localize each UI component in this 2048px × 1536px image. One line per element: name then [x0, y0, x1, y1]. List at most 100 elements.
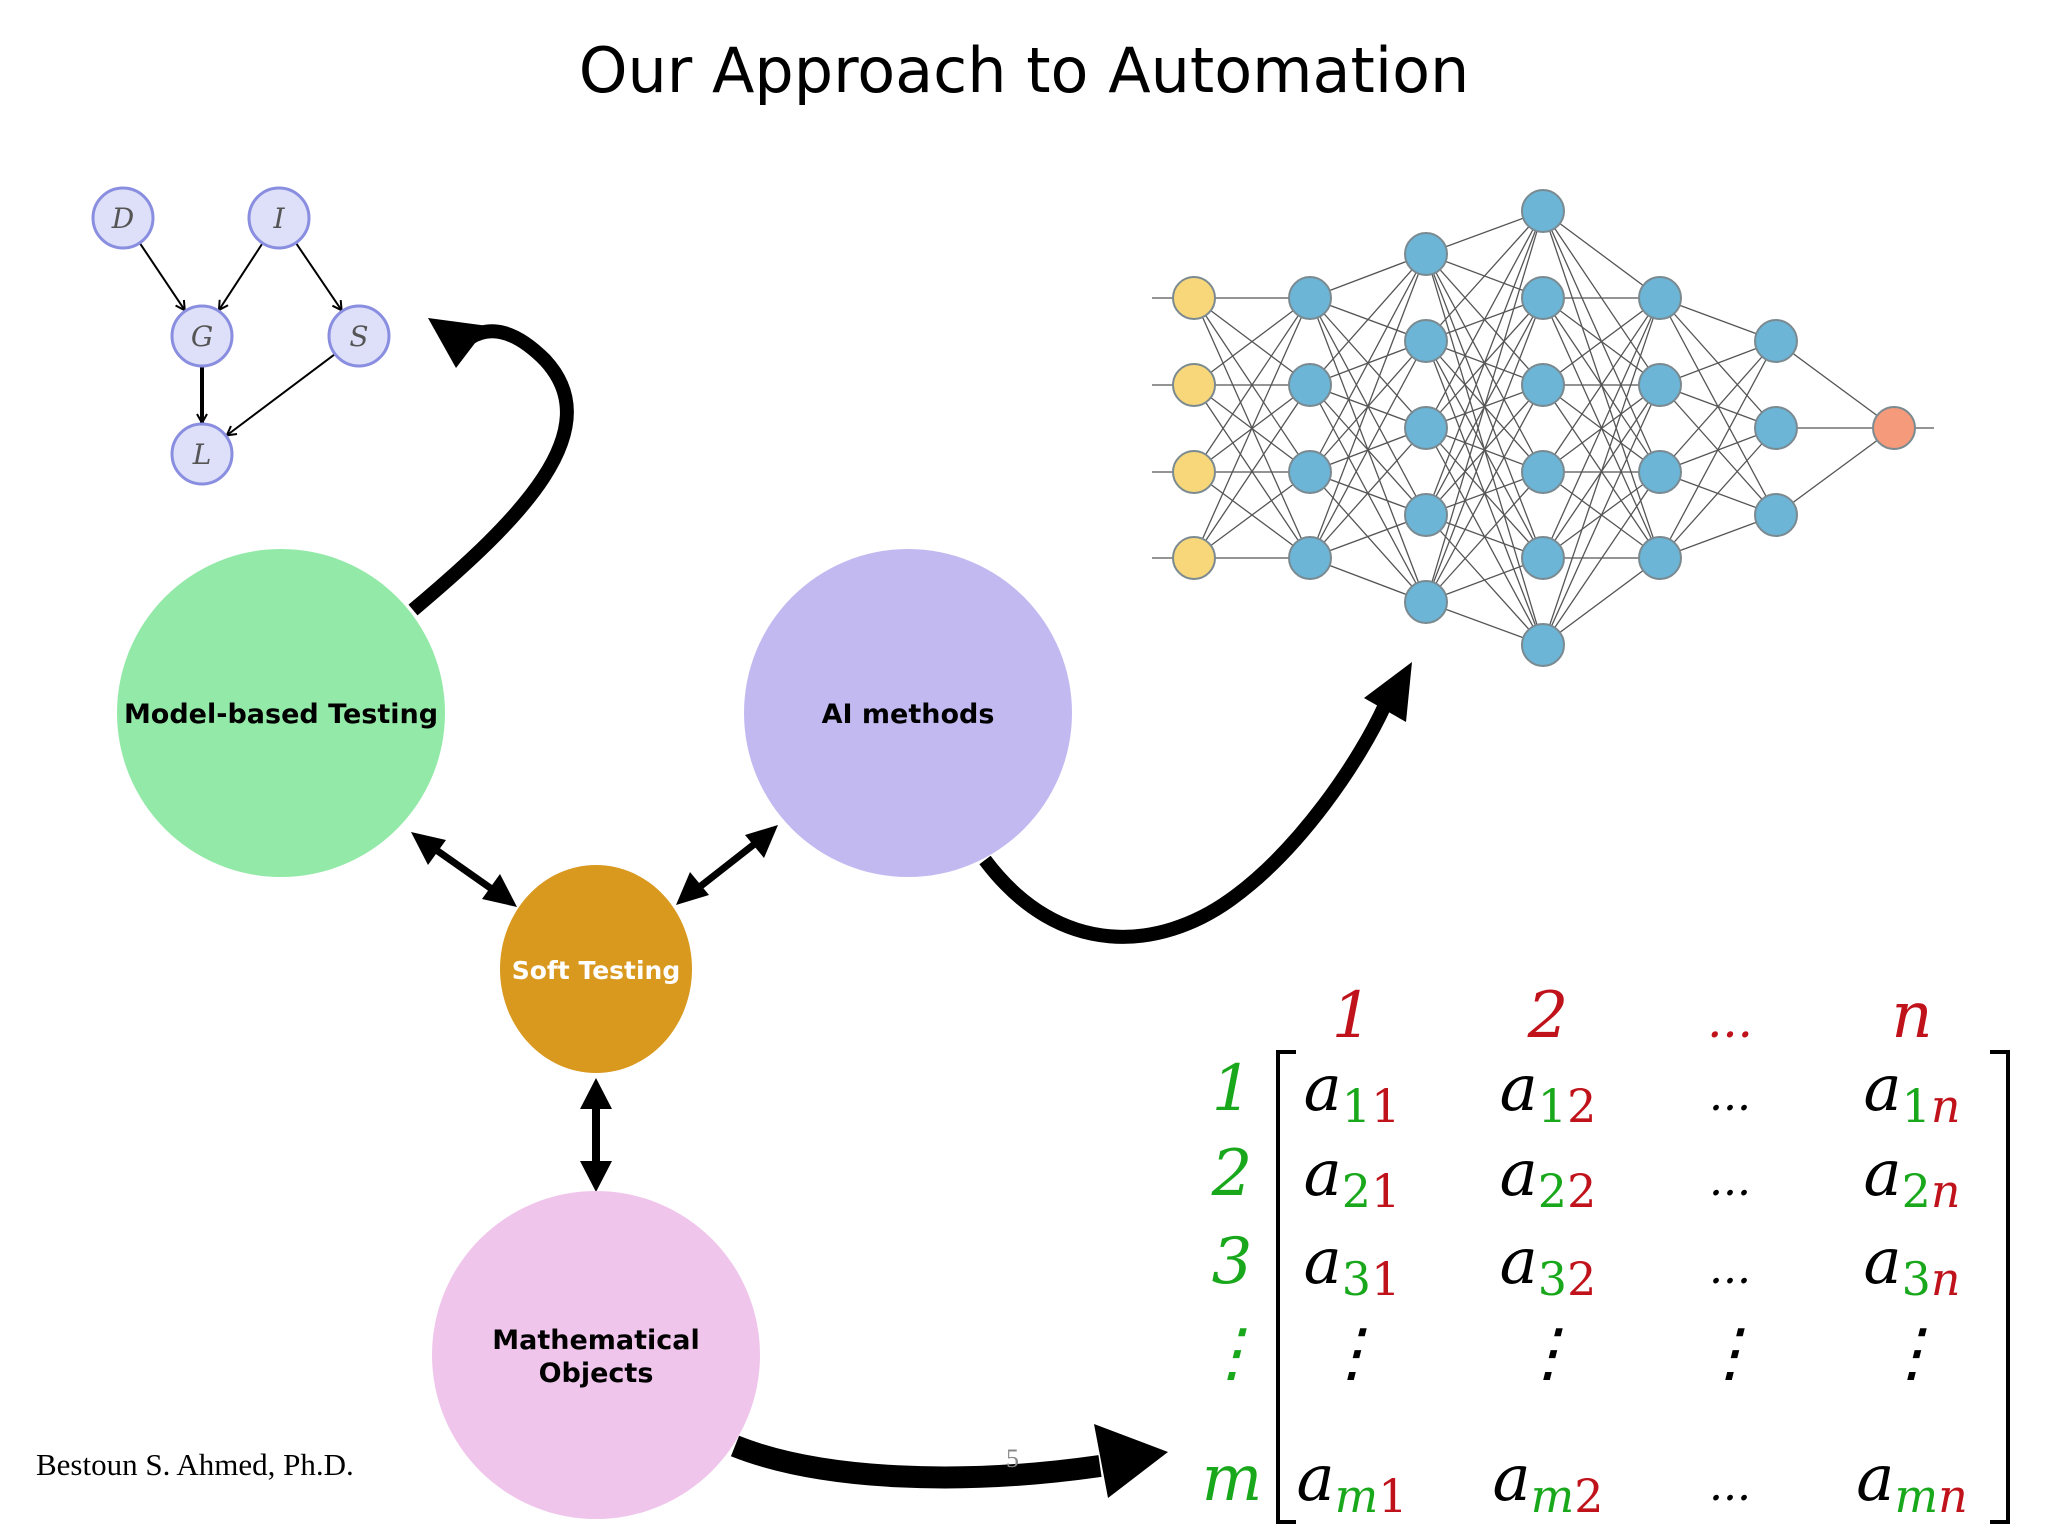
nn-node [1404, 406, 1448, 450]
matrix-cell: a31 [1304, 1225, 1401, 1306]
nn-node [1754, 406, 1798, 450]
nn-edge [1309, 253, 1427, 559]
nn-node [1288, 450, 1332, 494]
nn-node [1288, 276, 1332, 320]
nn-node [1288, 363, 1332, 407]
matrix-cell: ⋮ [1516, 1316, 1580, 1390]
nn-node [1638, 276, 1682, 320]
matrix-column-header: ... [1707, 993, 1753, 1049]
bn-node-label: D [111, 202, 134, 235]
nn-node [1638, 363, 1682, 407]
neural-network [1152, 189, 1934, 667]
matrix-right-bracket [1990, 1050, 2010, 1524]
matrix-cell: a32 [1500, 1225, 1597, 1306]
mathematical-objects-label-line2: Objects [539, 1358, 654, 1389]
matrix-cell: am2 [1492, 1442, 1603, 1523]
curved-arrow-math-to-matrix [730, 1424, 1168, 1498]
nn-node [1288, 536, 1332, 580]
matrix-cell: amn [1856, 1442, 1967, 1523]
nn-edges [1152, 210, 1934, 646]
bn-node-label: G [191, 320, 213, 353]
nn-edge [1542, 297, 1661, 646]
bn-edge [227, 353, 336, 435]
nn-edge [1193, 297, 1311, 473]
matrix-cell: ⋮ [1698, 1316, 1762, 1390]
nn-node [1521, 450, 1565, 494]
bn-node: D [91, 186, 155, 250]
model-based-testing-label: Model-based Testing [124, 699, 438, 730]
nn-edge [1425, 210, 1544, 342]
curved-arrow-model-to-graph [408, 318, 574, 616]
double-arrow-model-soft [411, 832, 517, 907]
mathematical-objects-label-line1: Mathematical [492, 1325, 700, 1356]
matrix-cell: ... [1709, 1243, 1751, 1294]
bn-edge [295, 242, 342, 311]
nn-edge [1542, 384, 1661, 646]
nn-node [1404, 580, 1448, 624]
nn-node [1172, 363, 1216, 407]
nn-node [1521, 276, 1565, 320]
nn-edge [1193, 297, 1311, 386]
nn-edge [1542, 297, 1661, 386]
nn-edge [1309, 340, 1427, 559]
matrix-cell: ⋮ [1320, 1316, 1384, 1390]
nn-edge [1425, 210, 1544, 516]
curved-arrow-ai-to-neural [979, 662, 1412, 944]
nn-edge [1309, 253, 1427, 473]
bn-node: I [247, 186, 311, 250]
nn-edge [1775, 340, 1895, 429]
nn-node [1754, 493, 1798, 537]
nn-edge [1659, 340, 1777, 473]
bn-node-label: S [349, 320, 368, 353]
matrix-column-header: 2 [1527, 979, 1569, 1053]
matrix-cell: ⋮ [1880, 1316, 1944, 1390]
matrix-cell: am1 [1296, 1442, 1407, 1523]
nn-edge [1542, 297, 1661, 559]
matrix-row-header: 2 [1211, 1137, 1253, 1211]
nn-node [1404, 493, 1448, 537]
nn-edge [1542, 297, 1661, 473]
bn-node: L [170, 422, 234, 486]
double-arrow-soft-math [580, 1078, 612, 1192]
nn-edge [1542, 210, 1661, 299]
matrix-column-header: 1 [1332, 979, 1373, 1053]
matrix-left-bracket [1276, 1050, 1296, 1524]
mathematical-objects-node: Mathematical Objects [432, 1191, 760, 1519]
nn-node [1404, 319, 1448, 363]
nn-node [1638, 536, 1682, 580]
matrix-row-header: 3 [1212, 1225, 1253, 1299]
matrix-cell: a22 [1500, 1137, 1597, 1218]
matrix-row-header: 1 [1212, 1052, 1253, 1126]
slide-title: Our Approach to Automation [578, 34, 1470, 107]
nn-edge [1309, 253, 1427, 386]
page-number: 5 [1006, 1444, 1019, 1473]
bn-edge [219, 242, 264, 310]
soft-testing-label: Soft Testing [512, 956, 681, 985]
matrix-cell: ... [1709, 1070, 1751, 1121]
bayesian-network: D I G S L [91, 186, 391, 486]
nn-edge [1659, 340, 1777, 559]
nn-node [1521, 363, 1565, 407]
matrix-cell: a3n [1863, 1225, 1960, 1306]
model-based-testing-node: Model-based Testing [117, 549, 445, 877]
bn-node-label: L [192, 438, 212, 471]
nn-edge [1193, 384, 1311, 559]
nn-node [1521, 623, 1565, 667]
nn-node [1521, 189, 1565, 233]
nn-node [1638, 450, 1682, 494]
soft-testing-node: Soft Testing [500, 865, 692, 1073]
ai-methods-node: AI methods [744, 549, 1072, 877]
nn-edge [1425, 297, 1544, 603]
nn-node [1404, 232, 1448, 276]
matrix-cell: ... [1709, 1155, 1751, 1206]
nn-node [1872, 406, 1916, 450]
matrix-row-header: m [1202, 1442, 1263, 1516]
matrix-row-header: ⋮ [1200, 1316, 1264, 1390]
bn-node: G [170, 304, 234, 368]
nn-edge [1775, 427, 1895, 516]
nn-node [1172, 536, 1216, 580]
nn-edge [1542, 557, 1661, 646]
ai-methods-label: AI methods [822, 699, 995, 730]
